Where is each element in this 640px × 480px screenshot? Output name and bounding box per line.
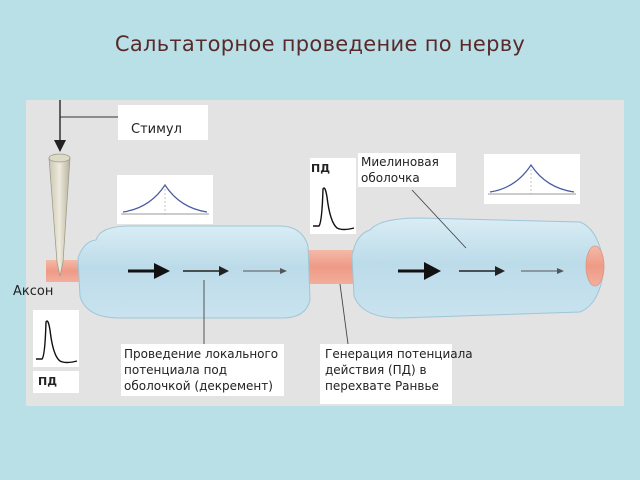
- myelin-label-line2: оболочка: [361, 171, 420, 185]
- generation-pointer: [339, 283, 349, 345]
- potential-decay-plot-2: [484, 154, 580, 204]
- local-label-box: [121, 344, 284, 396]
- action-potential-plot-top: [310, 178, 356, 234]
- myelin-sheath-1: [77, 225, 311, 319]
- ap-label-top-box: [310, 158, 356, 178]
- axon-initial-segment: [46, 260, 88, 282]
- myelin-label-box: [358, 153, 456, 187]
- conduction-arrow: [398, 262, 441, 280]
- axon-end-cap: [585, 245, 605, 287]
- potential-decay-plot-1: [117, 175, 213, 224]
- conduction-arrow: [128, 263, 170, 279]
- local-label-line2: потенциала под: [124, 363, 228, 377]
- generation-label-line1: Генерация потенциала: [325, 347, 473, 361]
- ap-label-bottom-box: [33, 371, 79, 393]
- stimulus-label: Стимул: [131, 122, 182, 137]
- conduction-arrow: [521, 268, 564, 274]
- conduction-arrow: [459, 266, 505, 276]
- node-of-ranvier: [302, 250, 356, 284]
- local-label-line3: оболочкой (декремент): [124, 379, 273, 393]
- stimulus-label-box: [118, 105, 208, 140]
- generation-label-line3: перехвате Ранвье: [325, 379, 439, 393]
- generation-label-box: [320, 344, 452, 404]
- myelin-pointer: [411, 189, 467, 249]
- ap-label-bottom: ПД: [38, 375, 58, 388]
- axon-label: Аксон: [13, 284, 54, 299]
- local-label-line1: Проведение локального: [124, 347, 279, 361]
- page-title: Сальтаторное проведение по нерву: [114, 32, 526, 56]
- conduction-arrow: [183, 266, 229, 276]
- stimulating-electrode: [48, 157, 71, 277]
- action-potential-plot-bottom: [33, 310, 79, 367]
- myelin-sheath-2: [351, 217, 605, 319]
- myelin-label-line1: Миелиновая: [361, 155, 439, 169]
- conduction-arrow: [243, 268, 287, 274]
- generation-label-line2: действия (ПД) в: [325, 363, 427, 377]
- ap-label-top: ПД: [311, 162, 331, 175]
- stimulus-arrowhead: [54, 140, 66, 152]
